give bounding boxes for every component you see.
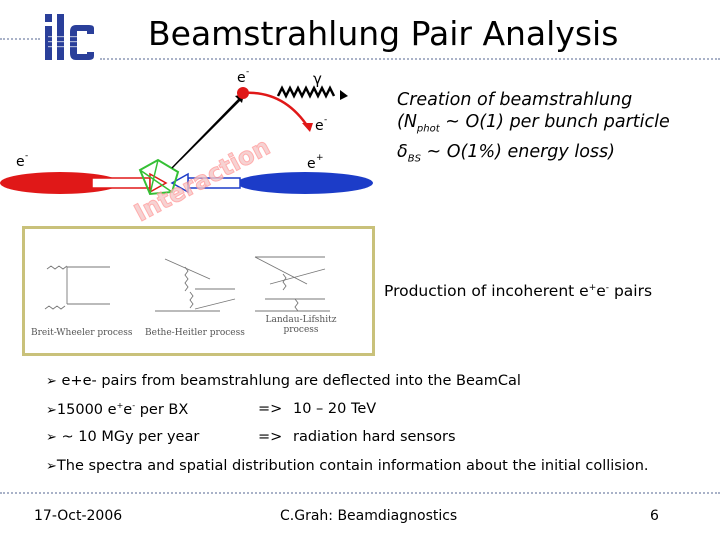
bullet-arrow-icon: ➢ [46, 402, 57, 418]
svg-text:+: + [316, 153, 324, 163]
feynman-diagrams-panel: Breit-Wheeler process Bethe-Heitler proc… [22, 226, 375, 356]
bullet-2: ➢15000 e+e- per BX [46, 401, 189, 418]
bethe-heitler-diagram [155, 258, 236, 312]
footer-page-number: 6 [650, 508, 659, 524]
label-gamma: γ [313, 70, 322, 88]
footer-divider [0, 492, 720, 494]
svg-text:-: - [324, 115, 327, 125]
bullet-3: ➢ ~ 10 MGy per year [46, 429, 200, 445]
header-divider-left [0, 38, 40, 40]
label-e-minus-right: e [315, 118, 324, 134]
scattered-electron [242, 91, 312, 131]
interaction-vertex [138, 158, 180, 196]
bullet-3-arrow: => [258, 429, 283, 445]
bullet-arrow-icon: ➢ [46, 430, 57, 445]
svg-text:-: - [246, 67, 249, 77]
creation-line-2: (Nphot ~ O(1) per bunch particle [397, 112, 670, 135]
bullet-arrow-icon: ➢ [46, 374, 57, 389]
bullet-3-value: radiation hard sensors [293, 429, 456, 445]
label-e-minus-left: e [16, 154, 25, 170]
electron-beam-arrow [91, 177, 151, 189]
bullet-arrow-icon: ➢ [46, 459, 57, 474]
bullet-2-value: 10 – 20 TeV [293, 401, 377, 417]
electron-beam [0, 172, 120, 194]
landau-lifshitz-label: Landau-Lifshitz process [265, 315, 337, 335]
bullet-2-arrow: => [258, 401, 283, 417]
creation-line-1: Creation of beamstrahlung [397, 90, 633, 110]
bullet-1: ➢ e+e- pairs from beamstrahlung are defl… [46, 373, 521, 389]
label-e-minus-top: e [237, 70, 246, 86]
bullet-4: ➢The spectra and spatial distribution co… [46, 458, 649, 474]
label-e-plus: e [307, 156, 316, 172]
breit-wheeler-label: Breit-Wheeler process [31, 328, 133, 338]
creation-text: Creation of beamstrahlung (Nphot ~ O(1) … [397, 89, 670, 170]
breit-wheeler-diagram [44, 265, 110, 310]
svg-text:-: - [25, 151, 28, 161]
ilc-logo [42, 10, 98, 64]
photon-line [276, 85, 336, 99]
creation-line-3: δBS ~ O(1%) energy loss) [397, 141, 615, 165]
production-text: Production of incoherent e+e- pairs [384, 282, 653, 300]
positron-beam [237, 172, 373, 194]
slide-title: Beamstrahlung Pair Analysis [148, 14, 619, 53]
landau-lifshitz-diagram [254, 256, 330, 312]
beamstrahlung-diagram: e - γ e - e - e + Interaction [0, 60, 380, 230]
bethe-heitler-label: Bethe-Heitler process [145, 328, 245, 338]
footer-date: 17-Oct-2006 [34, 508, 123, 524]
footer-author: C.Grah: Beamdiagnostics [280, 508, 458, 524]
header-divider-right [100, 58, 720, 60]
